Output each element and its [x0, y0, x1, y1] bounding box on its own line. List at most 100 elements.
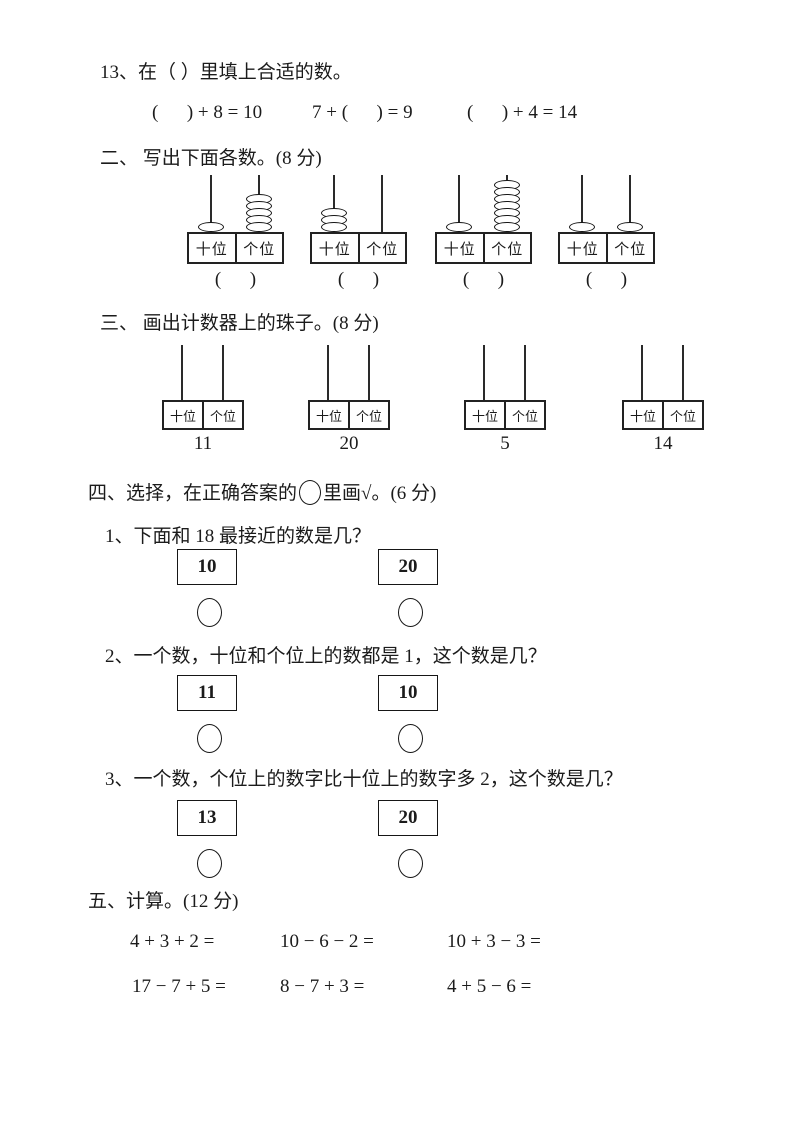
counter-rod-ones — [222, 345, 224, 400]
abacus-bead — [198, 222, 224, 232]
abacus-rod-tens — [333, 175, 335, 232]
answer-blank: ( ) — [337, 269, 380, 290]
place-value-box: 十位 个位 — [308, 400, 390, 430]
answer-circle — [397, 849, 423, 878]
place-value-box: 十位 个位 — [435, 232, 532, 264]
option-value-box: 20 — [378, 549, 438, 585]
fill-blank-equation: ( ) + 8 = 10 — [152, 102, 263, 123]
tens-label: 十位 — [466, 402, 506, 428]
counter-rod-tens — [181, 345, 183, 400]
counter-number: 5 — [500, 433, 510, 454]
place-value-box: 十位 个位 — [558, 232, 655, 264]
choice-option: 13 — [177, 800, 241, 878]
answer-circle — [397, 724, 423, 753]
abacus-rod-ones — [381, 175, 383, 232]
ones-label: 个位 — [491, 241, 524, 258]
counter-number: 11 — [193, 433, 213, 454]
ones-label: 个位 — [355, 408, 382, 424]
choice-option: 11 — [177, 675, 241, 753]
counter-number: 20 — [339, 433, 359, 454]
ones-label: 个位 — [614, 241, 647, 258]
counter-rod-tens — [327, 345, 329, 400]
abacus-rod-tens — [210, 175, 212, 232]
tens-label: 十位 — [164, 402, 204, 428]
abacus-bead — [569, 222, 595, 232]
calc-expression: 4 + 5 − 6 = — [447, 976, 532, 997]
abacus-rod-ones — [629, 175, 631, 232]
counter-number: 14 — [653, 433, 673, 454]
answer-circle — [397, 598, 423, 627]
option-value-box: 13 — [177, 800, 237, 836]
choice-option: 20 — [378, 549, 442, 627]
ones-label: 个位 — [366, 241, 399, 258]
tens-label: 十位 — [437, 234, 485, 262]
ones-label: 个位 — [669, 408, 696, 424]
bead-stack-ones — [616, 222, 644, 232]
choice-question-1-text: 1、下面和 18 最接近的数是几？ — [105, 526, 372, 547]
bead-stack-tens — [445, 222, 473, 232]
tens-label: 十位 — [310, 402, 350, 428]
calc-expression: 10 + 3 − 3 = — [447, 931, 541, 952]
bead-stack-ones — [493, 180, 521, 232]
abacus: 十位 个位 ( ) — [558, 175, 655, 297]
counter: 十位 个位 20 — [308, 345, 390, 459]
section-4-title-suffix: 里画√。(6 分) — [323, 483, 437, 504]
calc-expression: 4 + 3 + 2 = — [130, 931, 215, 952]
ones-label: 个位 — [243, 241, 276, 258]
abacus: 十位 个位 ( ) — [187, 175, 284, 297]
option-value-box: 11 — [177, 675, 237, 711]
place-value-box: 十位 个位 — [622, 400, 704, 430]
option-value-box: 20 — [378, 800, 438, 836]
counter: 十位 个位 14 — [622, 345, 704, 459]
counter-rod-ones — [368, 345, 370, 400]
choice-question-3-text: 3、一个数，个位上的数字比十位上的数字多 2，这个数是几？ — [105, 769, 623, 790]
tens-label: 十位 — [312, 234, 360, 262]
option-value-box: 10 — [177, 549, 237, 585]
ones-label: 个位 — [511, 408, 538, 424]
answer-circle — [196, 598, 222, 627]
answer-blank: ( ) — [585, 269, 628, 290]
place-value-box: 十位 个位 — [162, 400, 244, 430]
answer-circle — [196, 849, 222, 878]
choice-option: 10 — [378, 675, 442, 753]
place-value-box: 十位 个位 — [464, 400, 546, 430]
section-5-title: 五、计算。(12 分) — [88, 891, 239, 912]
counter-rod-tens — [483, 345, 485, 400]
question-13-title: 13、在（ ）里填上合适的数。 — [100, 62, 352, 83]
place-value-box: 十位 个位 — [187, 232, 284, 264]
choice-question-2-text: 2、一个数，十位和个位上的数都是 1，这个数是几？ — [105, 646, 547, 667]
abacus-bead — [446, 222, 472, 232]
bead-stack-tens — [568, 222, 596, 232]
fill-blank-equation: ( ) + 4 = 14 — [467, 102, 578, 123]
tens-label: 十位 — [624, 402, 664, 428]
tens-label: 十位 — [189, 234, 237, 262]
abacus-bead — [617, 222, 643, 232]
counter: 十位 个位 5 — [464, 345, 546, 459]
counter-rod-ones — [524, 345, 526, 400]
counter-rod-ones — [682, 345, 684, 400]
abacus-bead — [494, 222, 520, 232]
abacus-rod-tens — [458, 175, 460, 232]
section-4-title: 四、选择，在正确答案的里画√。(6 分) — [88, 478, 436, 505]
counter-rod-tens — [641, 345, 643, 400]
circle-icon — [299, 480, 322, 505]
counter: 十位 个位 11 — [162, 345, 244, 459]
abacus-bead — [321, 222, 347, 232]
calc-expression: 17 − 7 + 5 = — [132, 976, 226, 997]
answer-blank: ( ) — [462, 269, 505, 290]
abacus-bead — [246, 222, 272, 232]
fill-blank-equation: 7 + ( ) = 9 — [312, 102, 413, 123]
section-2-title: 二、 写出下面各数。(8 分) — [100, 148, 322, 169]
place-value-box: 十位 个位 — [310, 232, 407, 264]
abacus-rod-tens — [581, 175, 583, 232]
calc-expression: 10 − 6 − 2 = — [280, 931, 374, 952]
answer-circle — [196, 724, 222, 753]
choice-option: 20 — [378, 800, 442, 878]
answer-blank: ( ) — [214, 269, 257, 290]
option-value-box: 10 — [378, 675, 438, 711]
calc-expression: 8 − 7 + 3 = — [280, 976, 365, 997]
ones-label: 个位 — [209, 408, 236, 424]
bead-stack-tens — [197, 222, 225, 232]
bead-stack-tens — [320, 208, 348, 232]
